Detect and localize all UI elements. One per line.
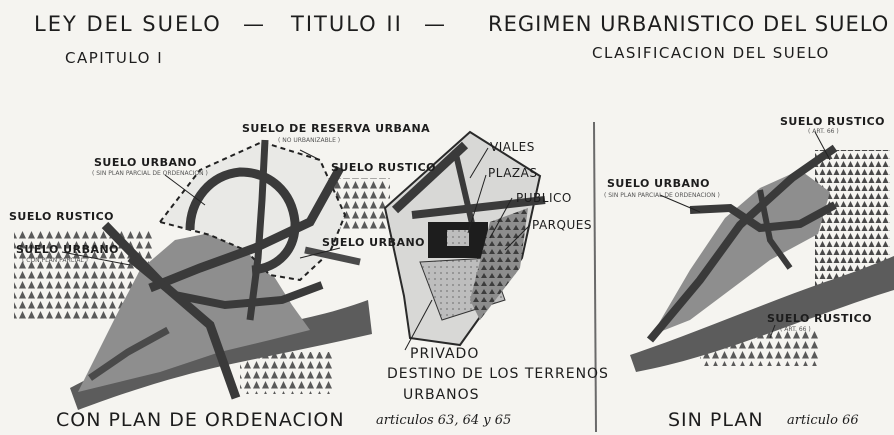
urban-shading-right: [652, 170, 830, 335]
label-urbano-top-sub: ( SIN PLAN PARCIAL DE ORDENACION ): [92, 170, 208, 177]
leader-line: [659, 194, 701, 213]
caption-con-plan: CON PLAN DE ORDENACION: [56, 409, 345, 431]
river-right: [630, 256, 894, 372]
label-plazas: PLAZAS: [488, 166, 538, 180]
leader-line: [404, 299, 433, 351]
label-rustico-top: SUELO RUSTICO: [331, 161, 437, 174]
center-inset: [383, 130, 546, 351]
label-rustico-right-bottom-sub: ( ART. 66 ): [780, 326, 811, 333]
left-map: [14, 139, 390, 410]
leader-line: [504, 224, 531, 251]
road-right-2: [689, 201, 837, 233]
title-dash-2: —: [424, 12, 447, 36]
arterial-ne: [148, 165, 344, 293]
leader-line: [164, 174, 206, 206]
arterial-radial: [246, 139, 269, 321]
parks-block: [470, 208, 528, 320]
leader-line: [469, 147, 489, 179]
panel-divider: [593, 121, 597, 433]
arterial-west: [127, 254, 324, 310]
plaza-block: [447, 230, 469, 246]
road-right-3: [757, 189, 793, 270]
label-urbano-bottom: SUELO URBANO: [16, 243, 120, 256]
label-rustico-right-bottom: SUELO RUSTICO: [767, 312, 873, 325]
label-viales: VIALES: [490, 140, 535, 154]
road-tail: [88, 326, 170, 381]
rustic-trees-bottom: [240, 352, 332, 394]
arterial-nw: [101, 221, 241, 400]
label-urbano-right: SUELO URBANO: [322, 236, 426, 249]
label-rustico-left: SUELO RUSTICO: [9, 210, 115, 223]
label-privado: PRIVADO: [410, 346, 480, 362]
note-articulos: articulos 63, 64 y 65: [376, 413, 512, 428]
right-road: [304, 246, 361, 266]
inset-road-2: [411, 196, 546, 219]
inner-ring: [185, 167, 300, 275]
leader-line: [299, 149, 321, 161]
label-destino-1: DESTINO DE LOS TERRENOS: [387, 366, 609, 382]
title-dash-1: —: [243, 12, 266, 36]
reserve-zone-outline: [158, 140, 347, 282]
leader-line: [769, 324, 776, 339]
leader-line: [489, 197, 513, 239]
label-rustico-right-top-sub: ( ART. 66 ): [808, 128, 839, 135]
label-parques: PARQUES: [532, 218, 592, 232]
chapter-label: CAPITULO I: [65, 49, 164, 67]
label-urbano-right-map-sub: ( SIN PLAN PARCIAL DE ORDENACION ): [604, 192, 720, 199]
leader-line: [61, 251, 131, 266]
label-urbano-right-map: SUELO URBANO: [607, 177, 711, 190]
label-urbano-top: SUELO URBANO: [94, 156, 198, 169]
title-law: LEY DEL SUELO: [34, 12, 222, 36]
label-reserva-sub: ( NO URBANIZABLE ): [278, 137, 341, 144]
caption-sin-plan: SIN PLAN: [668, 409, 764, 431]
title-titulo: TITULO II: [291, 12, 403, 36]
label-publico: PUBLICO: [516, 191, 572, 205]
right-map: [630, 131, 894, 372]
leader-line: [814, 131, 831, 161]
leader-line: [299, 247, 341, 259]
classification-label: CLASIFICACION DEL SUELO: [592, 44, 830, 62]
leader-line: [467, 174, 487, 234]
label-reserva-urbana: SUELO DE RESERVA URBANA: [242, 122, 431, 135]
note-articulo-66: articulo 66: [787, 413, 859, 428]
title-regimen: REGIMEN URBANISTICO DEL SUELO: [488, 12, 890, 36]
label-urbano-bottom-sub: ( CON PLAN PARCIAL ): [22, 257, 89, 264]
label-rustico-right-top: SUELO RUSTICO: [780, 115, 886, 128]
label-destino-2: URBANOS: [403, 387, 480, 403]
road-right-1: [646, 144, 838, 343]
